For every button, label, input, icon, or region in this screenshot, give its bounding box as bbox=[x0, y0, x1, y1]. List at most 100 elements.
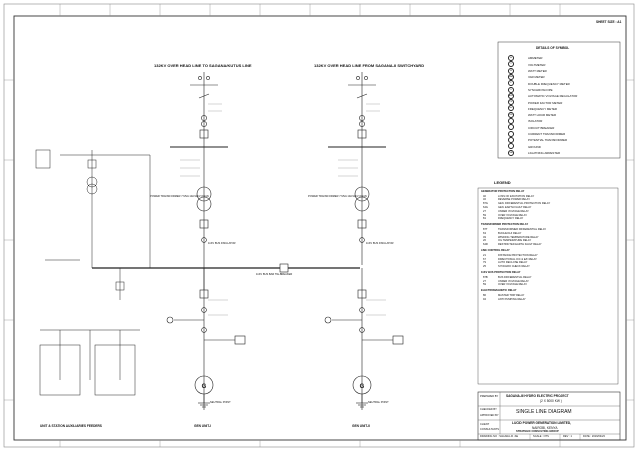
sheet-size-label: SHEET SIZE : A1 bbox=[596, 20, 622, 24]
drawing-number: DRAWING NO : SAGANA-III -SE bbox=[480, 435, 519, 438]
symbol-label: AUTOMATIC VOLTAGE REGULATOR bbox=[528, 94, 578, 99]
left-transformer-label: POWER TRANSFORMER 7 MVA 132/11KV ONAN bbox=[150, 195, 209, 198]
legend-description: LOSS OF EXCITATION RELAY bbox=[498, 194, 535, 198]
legend-description: OVER VOLTAGE RELAY bbox=[498, 283, 527, 287]
symbol-label: ISOLATOR bbox=[528, 119, 543, 124]
legend-code: 49 bbox=[483, 235, 486, 239]
symbol-label: FREQUENCY METER bbox=[528, 106, 558, 111]
legend-description: SYNCHRO CHECK RELAY bbox=[498, 265, 530, 269]
legend-description: UNDER VOLTAGE RELAY bbox=[498, 209, 529, 213]
legend-code: 59 bbox=[483, 213, 486, 217]
legend-code: 32 bbox=[483, 198, 486, 202]
legend-description: GEN. DIFFERENTIAL PROTECTION RELAY bbox=[498, 202, 551, 206]
legend-section-heading: 11KV BUS PROTECTION RELAY bbox=[481, 271, 521, 275]
symbol-7-icon: PF bbox=[508, 99, 514, 106]
legend-code: 86 bbox=[483, 294, 486, 297]
legend-code: 63 bbox=[483, 231, 486, 235]
symbol-2-icon: W bbox=[508, 67, 514, 74]
right-neutral-label: NEUTRAL POINT bbox=[368, 401, 389, 404]
legend-description: BUS DIFFERENTIAL RELAY bbox=[498, 275, 532, 279]
symbol-1-icon: V bbox=[508, 61, 514, 68]
legend-code: 87T bbox=[483, 228, 488, 231]
legend-section-heading: GENERATOR PROTECTION RELAY bbox=[481, 190, 525, 193]
legend-description: GEN. EARTH FAULT RELAY bbox=[498, 206, 532, 209]
legend-title: LEGEND bbox=[494, 180, 511, 185]
legend-code: 87B bbox=[483, 275, 488, 279]
project-name: SAGANA-III HYDRO ELECTRIC PROJECT bbox=[506, 394, 569, 398]
client-name: LUCID POWER GENERATION LIMITED, bbox=[512, 421, 572, 425]
legend-description: FREQUENCY RELAY bbox=[498, 217, 524, 221]
symbol-label: CURRENT TRANSFORMER bbox=[528, 132, 566, 136]
symbol-label: POTENTIAL TRANSFORMER bbox=[528, 138, 568, 143]
prepared-by-label: PREPARED BY bbox=[480, 395, 499, 398]
symbol-label: POWER FACTOR METER bbox=[528, 100, 563, 105]
revision-label: REV : 1 bbox=[563, 435, 572, 438]
scale-label: SCALE : NTS bbox=[533, 435, 549, 438]
symbol-label: VAR METER bbox=[528, 75, 545, 80]
legend-description: MASTER TRIP RELAY bbox=[498, 294, 525, 297]
legend-section-heading: ELECTROMAGNETIC RELAY bbox=[481, 289, 517, 293]
consultant-name: STRATEGIC CONSULTING GROUP bbox=[516, 430, 559, 433]
legend-code: 21 bbox=[483, 253, 486, 257]
date-label: DATE : 2016/04/23 bbox=[583, 435, 605, 438]
symbol-6-icon: AVR bbox=[508, 92, 514, 99]
legend-description: REVERSE POWER RELAY bbox=[498, 198, 530, 202]
legend-description: TRANSFORMER DIFFERENTIAL RELAY bbox=[498, 228, 547, 231]
symbol-9-icon: Wh bbox=[508, 111, 514, 118]
drawing-title: SINGLE LINE DIAGRAM bbox=[516, 409, 572, 415]
legend-code: 25 bbox=[483, 265, 486, 269]
symbol-11-icon bbox=[508, 124, 514, 131]
legend-code: 59 bbox=[483, 283, 486, 287]
svg-text:G: G bbox=[202, 384, 207, 390]
legend-code: 26 bbox=[483, 239, 486, 243]
symbol-15-icon: SA bbox=[508, 149, 514, 156]
symbol-5-icon: S bbox=[508, 86, 514, 93]
right-transformer-label: POWER TRANSFORMER 7 MVA 132/11KV ONAN bbox=[308, 195, 367, 198]
symbol-10-icon bbox=[508, 118, 514, 124]
symbol-label: AMMETER bbox=[528, 56, 543, 61]
legend-section-heading: LINE CONTROL RELAY bbox=[481, 249, 510, 253]
legend-description: AUTO RECLOSE RELAY bbox=[498, 261, 528, 265]
legend-code: 64G bbox=[483, 206, 488, 209]
gen-unit-1-title: GEN UNIT-I bbox=[194, 424, 211, 428]
right-bus-insulator-label: 11KV BUS INSULATOR bbox=[366, 242, 394, 245]
symbol-8-icon: Hz bbox=[508, 105, 514, 112]
symbol-label: WATT METER bbox=[528, 69, 547, 73]
legend-code: 79 bbox=[483, 261, 486, 265]
legend-description: UNDER VOLTAGE RELAY bbox=[498, 279, 529, 283]
aux-feeders-title: UNIT & STATION AUXILIARIES FEEDERS bbox=[40, 424, 102, 428]
legend-description: BUCHHOLZ RELAY bbox=[498, 231, 522, 235]
legend-code: 27 bbox=[483, 279, 486, 283]
symbol-label: WATT HOUR METER bbox=[528, 113, 557, 118]
legend-section-heading: TRANSFORMER PROTECTION RELAY bbox=[481, 223, 529, 227]
gen-unit-2-title: GEN UNIT-II bbox=[352, 424, 370, 428]
svg-text:G: G bbox=[360, 384, 365, 390]
tie-breaker-label: 11KV BUS BAR TIE-BREAKER bbox=[256, 273, 293, 276]
client-city: NAIROBI, KENYA bbox=[532, 426, 558, 430]
legend-description: RESTRICTED EARTH FAULT RELAY bbox=[498, 243, 542, 247]
left-bus-insulator-label: 11KV BUS INSULATOR bbox=[208, 242, 236, 245]
checked-by-label: CHECKED BY bbox=[480, 408, 497, 411]
symbol-3-icon: VAR bbox=[508, 73, 514, 80]
symbol-label: CIRCUIT BREAKER bbox=[528, 125, 555, 130]
client-label: CLIENT bbox=[480, 423, 490, 426]
legend-code: 64R bbox=[483, 243, 488, 247]
legend-code: 87G bbox=[483, 202, 488, 206]
legend-description: DISTANCE PROTECTION RELAY bbox=[498, 253, 538, 257]
legend-code: 27 bbox=[483, 209, 486, 213]
legend-description: DIRECTIONAL O/C & E/F RELAY bbox=[498, 257, 537, 261]
left-neutral-label: NEUTRAL POINT bbox=[210, 401, 231, 404]
legend-code: 94 bbox=[483, 297, 486, 301]
symbol-0-icon: A bbox=[508, 55, 514, 61]
legend-code: 67 bbox=[483, 257, 486, 261]
legend-description: ANTI PUMPING RELAY bbox=[498, 297, 526, 301]
symbol-14-icon bbox=[508, 143, 514, 150]
symbol-12-icon bbox=[508, 130, 514, 137]
symbol-label: SYNCHROSCOPE bbox=[528, 87, 553, 92]
symbol-13-icon bbox=[508, 136, 514, 143]
legend-description: OIL TEMPERATURE RELAY bbox=[498, 239, 532, 243]
legend-description: WINDING TEMPERATURE RELAY bbox=[498, 235, 539, 239]
symbol-label: DOUBLE FREQUENCY METER bbox=[528, 81, 570, 86]
